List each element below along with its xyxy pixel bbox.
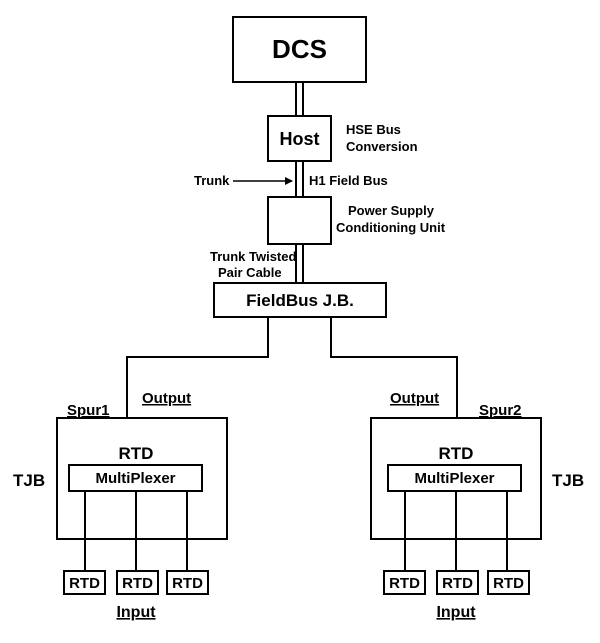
power-supply-box <box>267 196 332 245</box>
left-sensor-wires <box>84 491 188 571</box>
right-output-label: Output <box>390 390 439 407</box>
right-rtd-sensor-2-label: RTD <box>442 575 473 592</box>
right-rtd-sensor-3-label: RTD <box>493 575 524 592</box>
left-rtd-sensor-2-label: RTD <box>122 575 153 592</box>
left-rtd-sensor-1 <box>63 570 106 595</box>
hse-bus-cable <box>295 82 304 116</box>
left-rtd-sensor-1-label: RTD <box>69 575 100 592</box>
spur2-label: Spur2 <box>479 402 522 419</box>
spur1-label: Spur1 <box>67 402 110 419</box>
right-input-label: Input <box>436 604 476 621</box>
fieldbus-jb-label: FieldBus J.B. <box>246 291 354 310</box>
spur2-line <box>330 317 458 418</box>
left-input-label: Input <box>116 604 156 621</box>
right-sensor-wires <box>404 491 508 571</box>
h1-trunk-cable <box>295 161 304 197</box>
left-rtd-sensor-3 <box>166 570 209 595</box>
right-tjb-label: TJB <box>552 471 584 490</box>
spur1-line <box>126 317 269 418</box>
left-rtd-header: RTD <box>119 444 154 463</box>
twisted-label-line1: Trunk Twisted <box>210 249 296 264</box>
dcs-label: DCS <box>272 34 327 64</box>
right-rtd-sensor-1 <box>383 570 426 595</box>
right-rtd-sensor-2 <box>436 570 479 595</box>
right-rtd-sensor-1-label: RTD <box>389 575 420 592</box>
host-box <box>267 115 332 162</box>
right-rtd-sensor-3 <box>487 570 530 595</box>
dcs-box <box>232 16 367 83</box>
left-rtd-sensor-3-label: RTD <box>172 575 203 592</box>
twisted-label-line2: Pair Cable <box>218 265 282 280</box>
h1-field-bus-label: H1 Field Bus <box>309 173 388 188</box>
left-output-label: Output <box>142 390 191 407</box>
host-label: Host <box>280 129 320 149</box>
left-tjb-label: TJB <box>13 471 45 490</box>
psu-label-line2: Conditioning Unit <box>336 220 446 235</box>
right-rtd-header: RTD <box>439 444 474 463</box>
hse-label-line2: Conversion <box>346 139 418 154</box>
hse-label-line1: HSE Bus <box>346 122 401 137</box>
psu-label-line1: Power Supply <box>348 203 435 218</box>
trunk-label: Trunk <box>194 173 230 188</box>
right-multiplexer-label: MultiPlexer <box>414 470 494 487</box>
fieldbus-jb-box <box>213 282 387 318</box>
twisted-pair-cable <box>295 244 304 283</box>
left-rtd-sensor-2 <box>116 570 159 595</box>
right-multiplexer-box <box>387 464 522 492</box>
left-multiplexer-label: MultiPlexer <box>95 470 175 487</box>
